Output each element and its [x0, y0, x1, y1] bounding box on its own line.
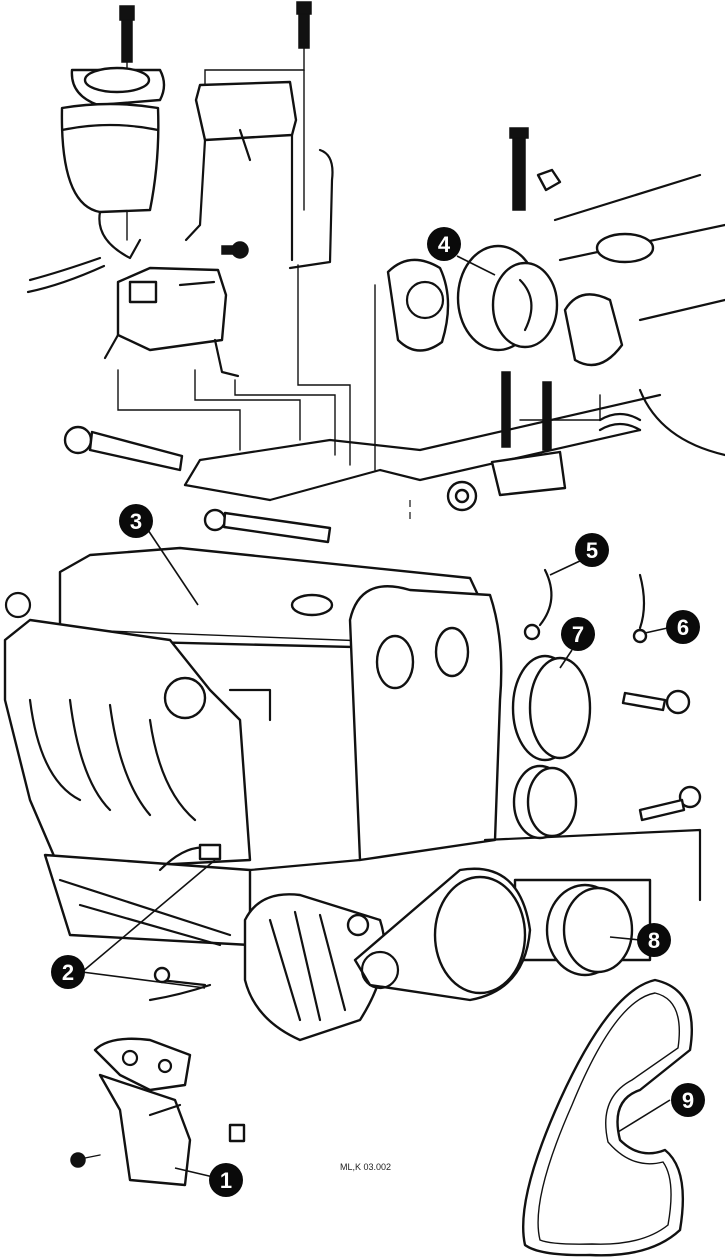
- engine-cover-outline-top: [183, 393, 662, 502]
- callout-2-label: 2: [62, 960, 74, 985]
- mounting-bracket-left: [4, 591, 32, 619]
- hose-clip-icon: [598, 412, 642, 432]
- belt-tensioner: [386, 127, 624, 367]
- idler-bolt-icon: [638, 785, 702, 822]
- water-pump-pulley: [511, 654, 592, 762]
- callout-2: 2: [51, 955, 85, 989]
- power-steering-reservoir: [26, 66, 166, 294]
- long-mounting-bolt-icon: [63, 425, 184, 472]
- ac-compressor: [513, 878, 652, 977]
- bracket-bolt-icon: [296, 1, 312, 49]
- drive-belt-alternator: [353, 867, 532, 1002]
- mount-bolt-icon: [70, 1152, 101, 1168]
- callout-9: 9: [671, 1083, 705, 1117]
- callout-5: 5: [575, 533, 609, 567]
- wire-harness-5: [523, 568, 553, 641]
- pulley-bolt-icon: [621, 689, 691, 715]
- callout-3: 3: [119, 504, 153, 538]
- callout-leaders: [81, 255, 673, 1181]
- tensioner-studs: [490, 371, 567, 497]
- head-bolt-icon: [203, 508, 332, 544]
- mount-nut-icon: [228, 1123, 246, 1143]
- reservoir-bolt-icon: [119, 5, 135, 63]
- engine-block: [3, 546, 702, 947]
- callout-8-label: 8: [648, 928, 660, 953]
- idler-pulley: [512, 764, 578, 840]
- callout-1: 1: [209, 1163, 243, 1197]
- upper-bracket: [184, 80, 334, 270]
- callout-7-label: 7: [572, 622, 584, 647]
- engine-mount-bracket: [93, 1037, 192, 1187]
- callout-7: 7: [561, 617, 595, 651]
- power-steering-pump: [103, 266, 240, 378]
- callout-4-label: 4: [438, 232, 451, 257]
- bracket-nut-icon: [221, 241, 249, 259]
- callout-3-label: 3: [130, 509, 142, 534]
- drawing-reference: ML,K 03.002: [340, 1162, 391, 1172]
- callout-9-label: 9: [682, 1088, 694, 1113]
- flange-nut-icon: [446, 480, 478, 512]
- wire-harness-6: [632, 573, 648, 644]
- callout-4: 4: [427, 227, 461, 261]
- serpentine-belt: [522, 978, 693, 1257]
- callout-8: 8: [637, 923, 671, 957]
- callout-1-label: 1: [220, 1168, 232, 1193]
- callout-6-label: 6: [677, 615, 689, 640]
- callout-5-label: 5: [586, 538, 598, 563]
- cylinder-head-cover-right: [553, 173, 725, 457]
- assembly-guide-lines-top: [117, 47, 601, 520]
- callout-6: 6: [666, 610, 700, 644]
